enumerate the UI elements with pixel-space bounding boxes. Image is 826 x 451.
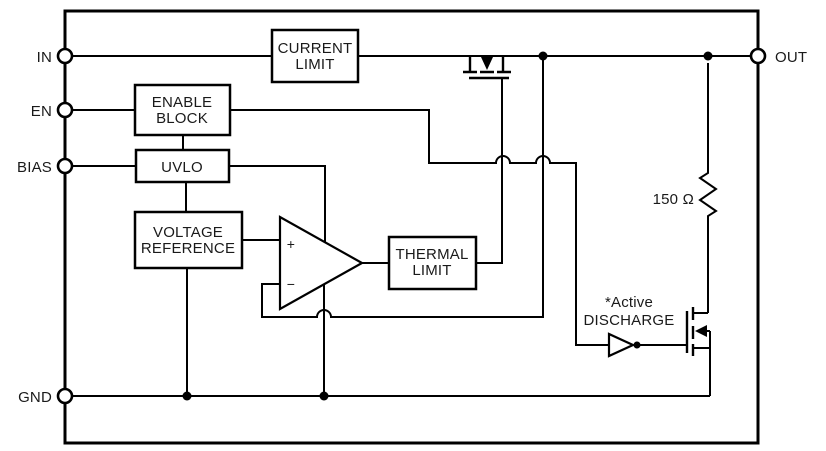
junction-dot-resistor <box>703 51 713 61</box>
pass-fet-body-diode-arrow <box>481 57 493 70</box>
output-resistor <box>698 63 718 313</box>
thermal-to-gate-wire <box>476 79 503 264</box>
enable-block-label-line1: ENABLE <box>152 94 212 111</box>
ic-boundary <box>63 9 760 445</box>
pass-fet <box>463 56 511 80</box>
discharge-fet <box>685 307 711 396</box>
pin-bias <box>56 157 74 175</box>
pin-label-out: OUT <box>775 49 807 66</box>
output-resistor-label: 150 Ω <box>653 191 694 208</box>
uvlo-label: UVLO <box>161 159 203 176</box>
pin-gnd <box>56 387 74 405</box>
inverter-bubble <box>633 341 641 349</box>
discharge-inverter <box>607 332 636 358</box>
amplifier-plus-sign: + <box>287 236 295 252</box>
voltage-reference-block <box>133 210 244 270</box>
voltage-reference-label-line2: REFERENCE <box>141 240 235 257</box>
pin-in <box>56 47 74 65</box>
active-discharge-label-line1: *Active <box>605 294 653 311</box>
junction-dot-amp-gnd <box>319 391 329 401</box>
thermal-limit-label-line1: THERMAL <box>395 246 468 263</box>
pin-out <box>749 47 767 65</box>
pin-label-in: IN <box>37 49 52 66</box>
junction-dot-vref-gnd <box>182 391 192 401</box>
pass-fet-symbol <box>463 56 511 80</box>
error-amplifier <box>278 215 365 311</box>
discharge-fet-symbol <box>685 307 695 356</box>
pin-en <box>56 101 74 119</box>
voltage-reference-label-line1: VOLTAGE <box>153 224 223 241</box>
current-limit-label-line1: CURRENT <box>278 40 353 57</box>
thermal-limit-label-line2: LIMIT <box>412 262 451 279</box>
pin-label-bias: BIAS <box>17 159 52 176</box>
pin-label-en: EN <box>31 103 52 120</box>
active-discharge-label-line2: DISCHARGE <box>584 312 675 329</box>
pin-label-gnd: GND <box>18 389 52 406</box>
enable-to-discharge-wire <box>229 109 609 346</box>
feedback-wire <box>261 56 544 318</box>
discharge-fet-terminals <box>693 312 711 396</box>
amplifier-minus-sign: − <box>287 276 295 292</box>
discharge-fet-arrow <box>695 325 707 337</box>
enable-block-label-line2: BLOCK <box>156 110 208 127</box>
current-limit-label-line2: LIMIT <box>295 56 334 73</box>
uvlo-to-amplifier-wire <box>229 165 326 242</box>
junction-dot-feedback <box>538 51 548 61</box>
